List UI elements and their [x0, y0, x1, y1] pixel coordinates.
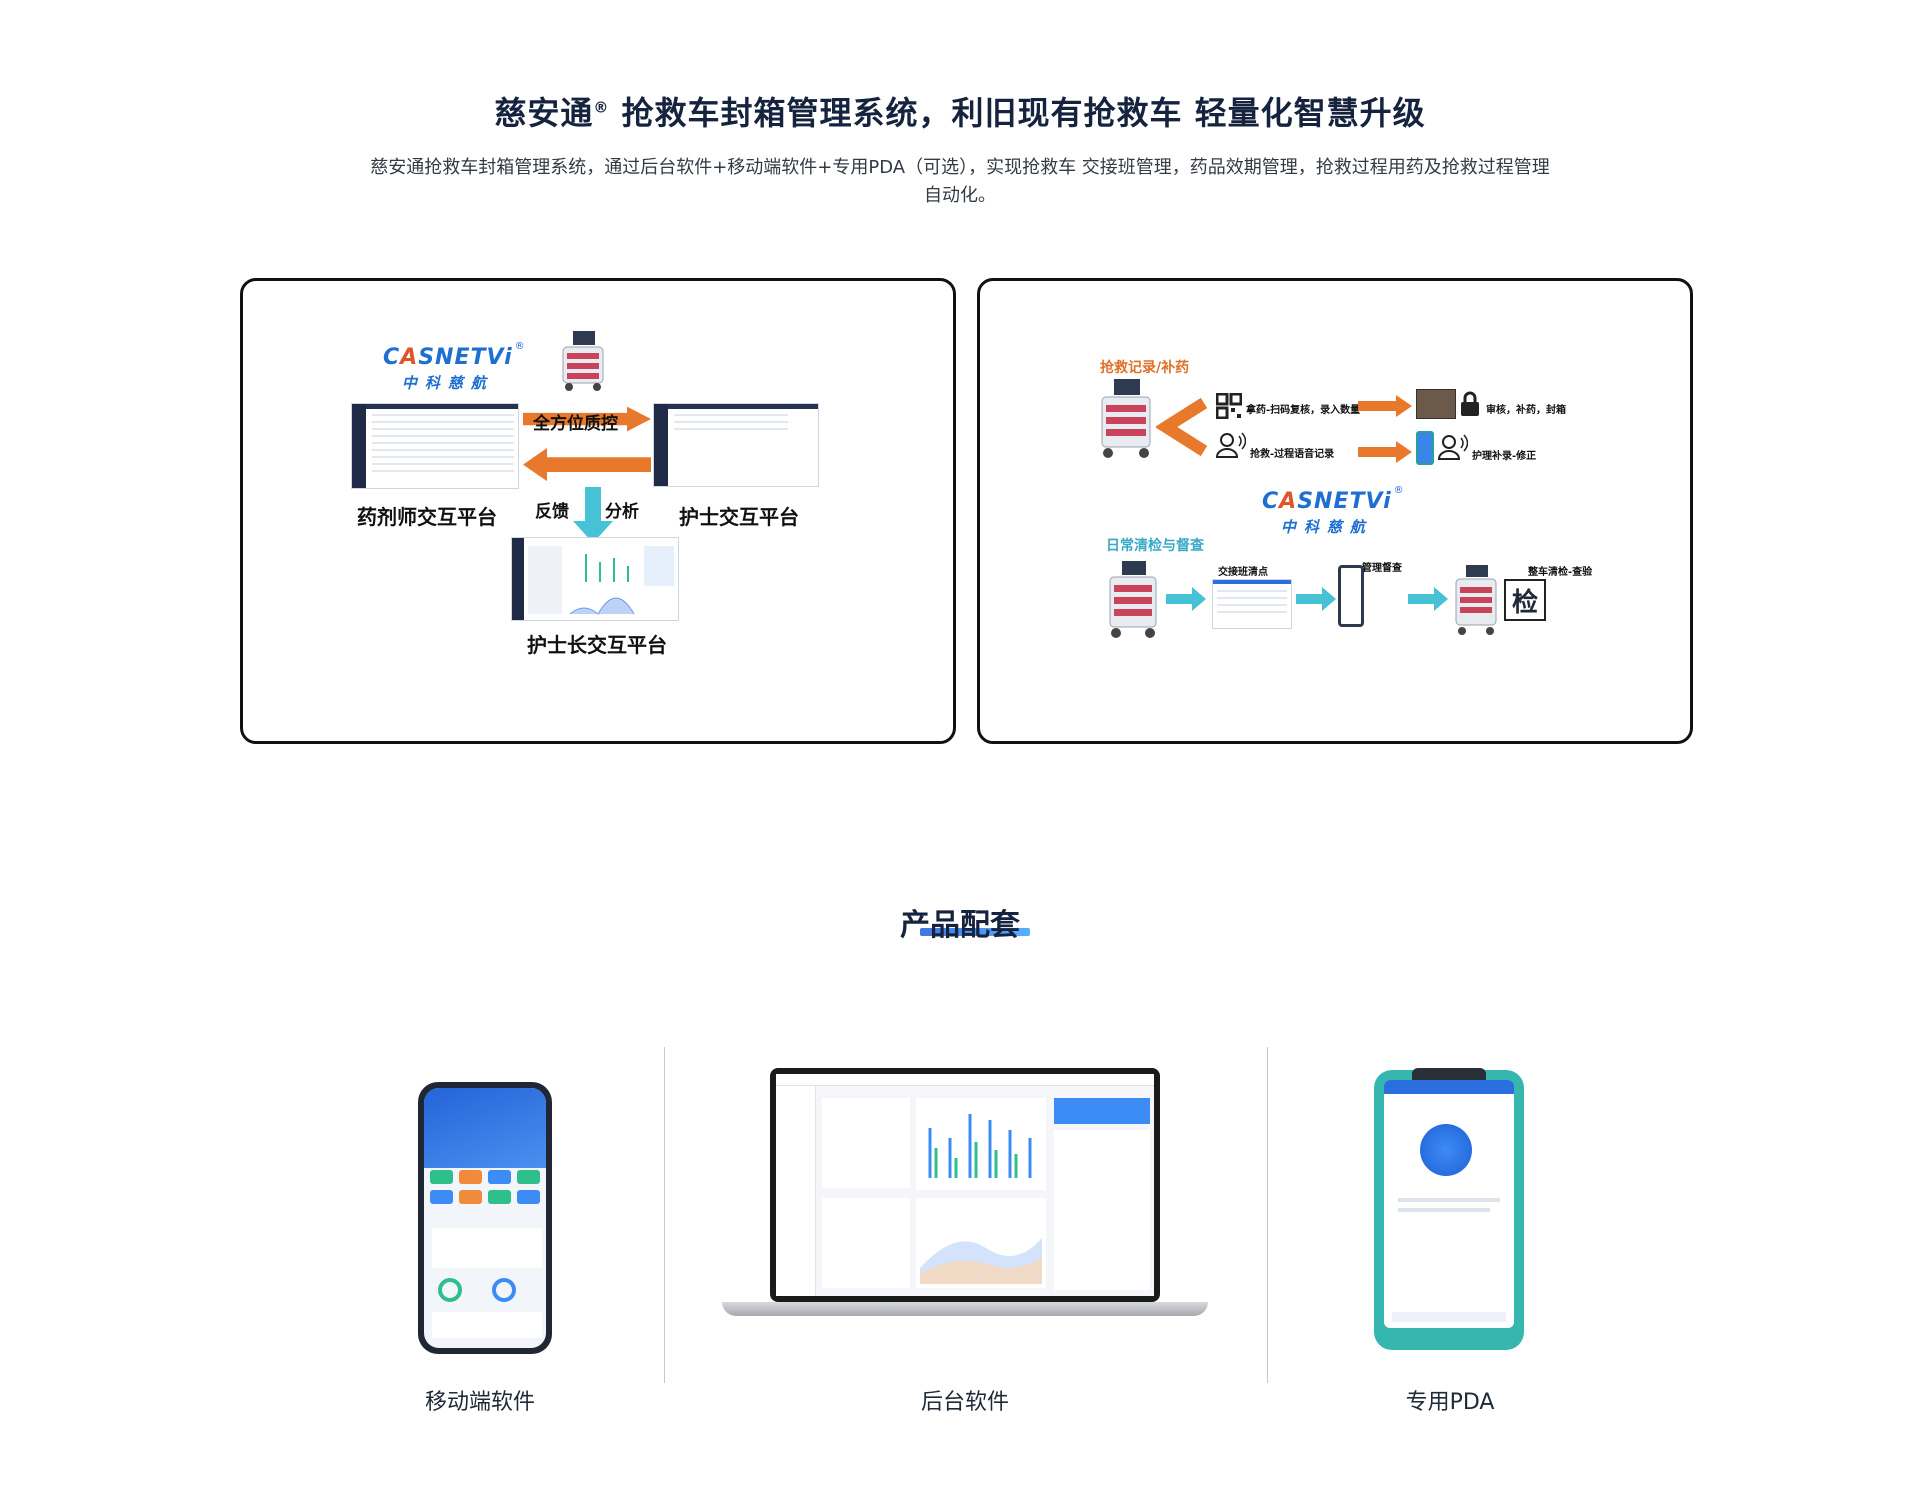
casnetvi-logo: CASNETVi 中科慈航 ® [383, 341, 525, 392]
rescue-cart-image [1455, 565, 1497, 635]
section-title-underline [920, 928, 1030, 936]
orange-arrow [1358, 441, 1412, 463]
teal-arrow [1408, 587, 1448, 611]
head-nurse-platform-label: 护士长交互平台 [527, 633, 667, 657]
voice-record-label: 抢救-过程语音记录 [1250, 449, 1335, 460]
teal-arrow [1296, 587, 1336, 611]
pda-device-mockup [1374, 1068, 1524, 1350]
analysis-label: 分析 [605, 502, 639, 522]
product-divider [664, 1047, 665, 1383]
pharmacist-platform-screen [351, 403, 519, 489]
audit-seal-label: 审核，补药，封箱 [1486, 405, 1566, 416]
check-stamp-icon: 检 [1504, 579, 1546, 621]
pda-thumbnail [1416, 431, 1434, 465]
workflow-diagram-panel: 抢救记录/补药 拿药-扫码复核，录入数量 审核，补药，封箱 抢救-过程语音记录 [977, 278, 1693, 744]
mobile-app-mockup [418, 1082, 552, 1354]
rescue-cart-image [1101, 379, 1151, 458]
full-check-label: 整车清检-查验 [1528, 567, 1593, 578]
page-description: 慈安通抢救车封箱管理系统，通过后台软件+移动端软件+专用PDA（可选），实现抢救… [370, 157, 1550, 206]
pharmacist-platform-label: 药剂师交互平台 [357, 505, 497, 529]
mobile-app-label: 移动端软件 [424, 1390, 535, 1415]
teal-arrow [1166, 587, 1206, 611]
lock-icon [1461, 391, 1479, 416]
voice-user-icon [1438, 434, 1468, 460]
phone-thumbnail [1338, 565, 1364, 627]
rescue-record-title: 抢救记录/补药 [1100, 360, 1190, 376]
product-divider [1267, 1047, 1268, 1383]
head-nurse-platform-screen [511, 537, 679, 621]
backend-software-label: 后台软件 [920, 1390, 1009, 1415]
rescue-cart-image [1109, 561, 1157, 638]
nursing-correction-label: 护理补录-修正 [1472, 451, 1537, 462]
handover-screen [1212, 579, 1292, 629]
laptop-base [722, 1302, 1208, 1316]
orange-arrow [1358, 395, 1412, 417]
products-section-title: 产品配套 [900, 908, 1020, 943]
qr-code-icon [1216, 393, 1242, 419]
backend-software-mockup [770, 1068, 1160, 1302]
pda-label: 专用PDA [1405, 1390, 1495, 1415]
scan-verify-label: 拿药-扫码复核，录入数量 [1246, 405, 1361, 416]
casnetvi-logo: CASNETVi 中科慈航 ® [1262, 485, 1404, 536]
bracket-arrow [1156, 397, 1208, 457]
nurse-platform-screen [653, 403, 819, 487]
feedback-label: 反馈 [535, 502, 569, 522]
management-supervision-label: 管理督查 [1362, 563, 1402, 574]
data-flow-arrows [523, 406, 651, 482]
cart-photo [1416, 389, 1456, 419]
nurse-platform-label: 护士交互平台 [679, 505, 799, 529]
rescue-cart-image [562, 331, 604, 391]
platform-diagram-panel: CASNETVi 中科慈航 ® 全方位质控 药剂师交互平台 护 [240, 278, 956, 744]
voice-user-icon [1216, 432, 1246, 458]
handover-count-label: 交接班清点 [1218, 567, 1268, 578]
analysis-down-arrow [573, 487, 613, 543]
daily-check-title: 日常清检与督查 [1106, 538, 1204, 554]
quality-control-label: 全方位质控 [533, 414, 618, 434]
page-title: 慈安通® 抢救车封箱管理系统，利旧现有抢救车 轻量化智慧升级 [494, 94, 1426, 132]
